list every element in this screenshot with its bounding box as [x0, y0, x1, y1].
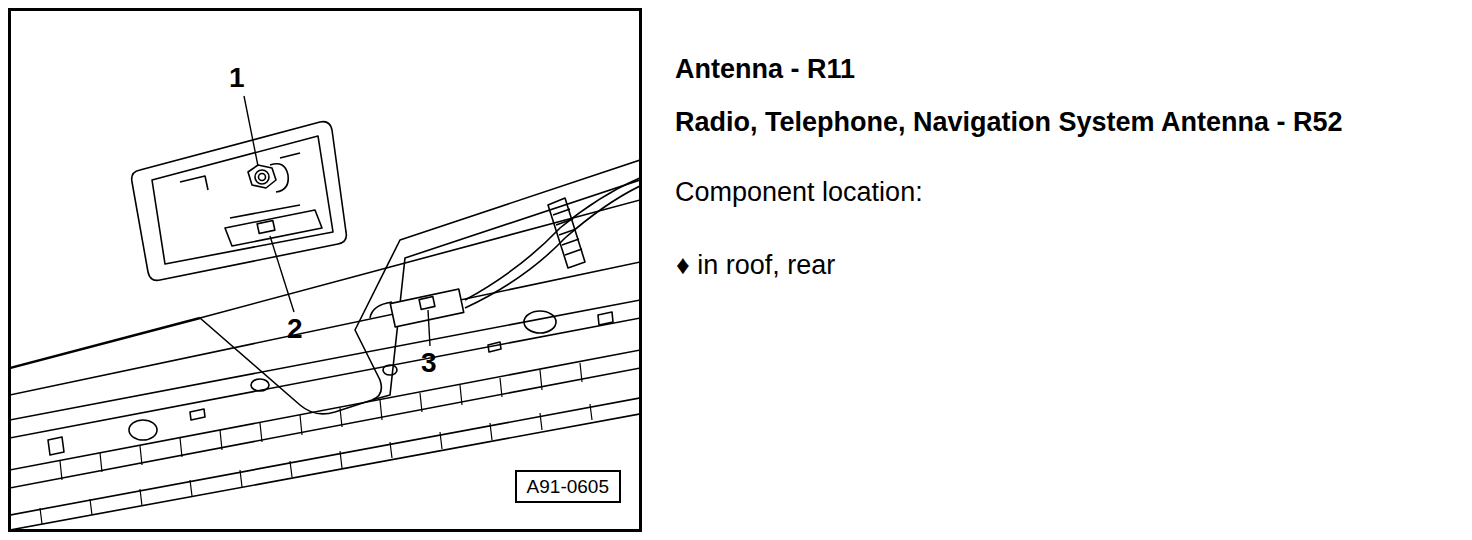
component-title: Antenna - R11 — [675, 56, 855, 83]
roof-drawing — [11, 96, 639, 529]
figure-frame — [10, 10, 641, 531]
figure-number-box: A91-0605 — [515, 470, 621, 503]
figure-number: A91-0605 — [527, 477, 609, 496]
location-item: ♦ in roof, rear — [676, 252, 835, 279]
callout-number: 2 — [287, 315, 303, 343]
callout-number: 3 — [421, 349, 437, 377]
component-title: Radio, Telephone, Navigation System Ante… — [675, 109, 1343, 136]
location-heading: Component location: — [675, 179, 923, 206]
callout-number: 1 — [229, 64, 245, 92]
